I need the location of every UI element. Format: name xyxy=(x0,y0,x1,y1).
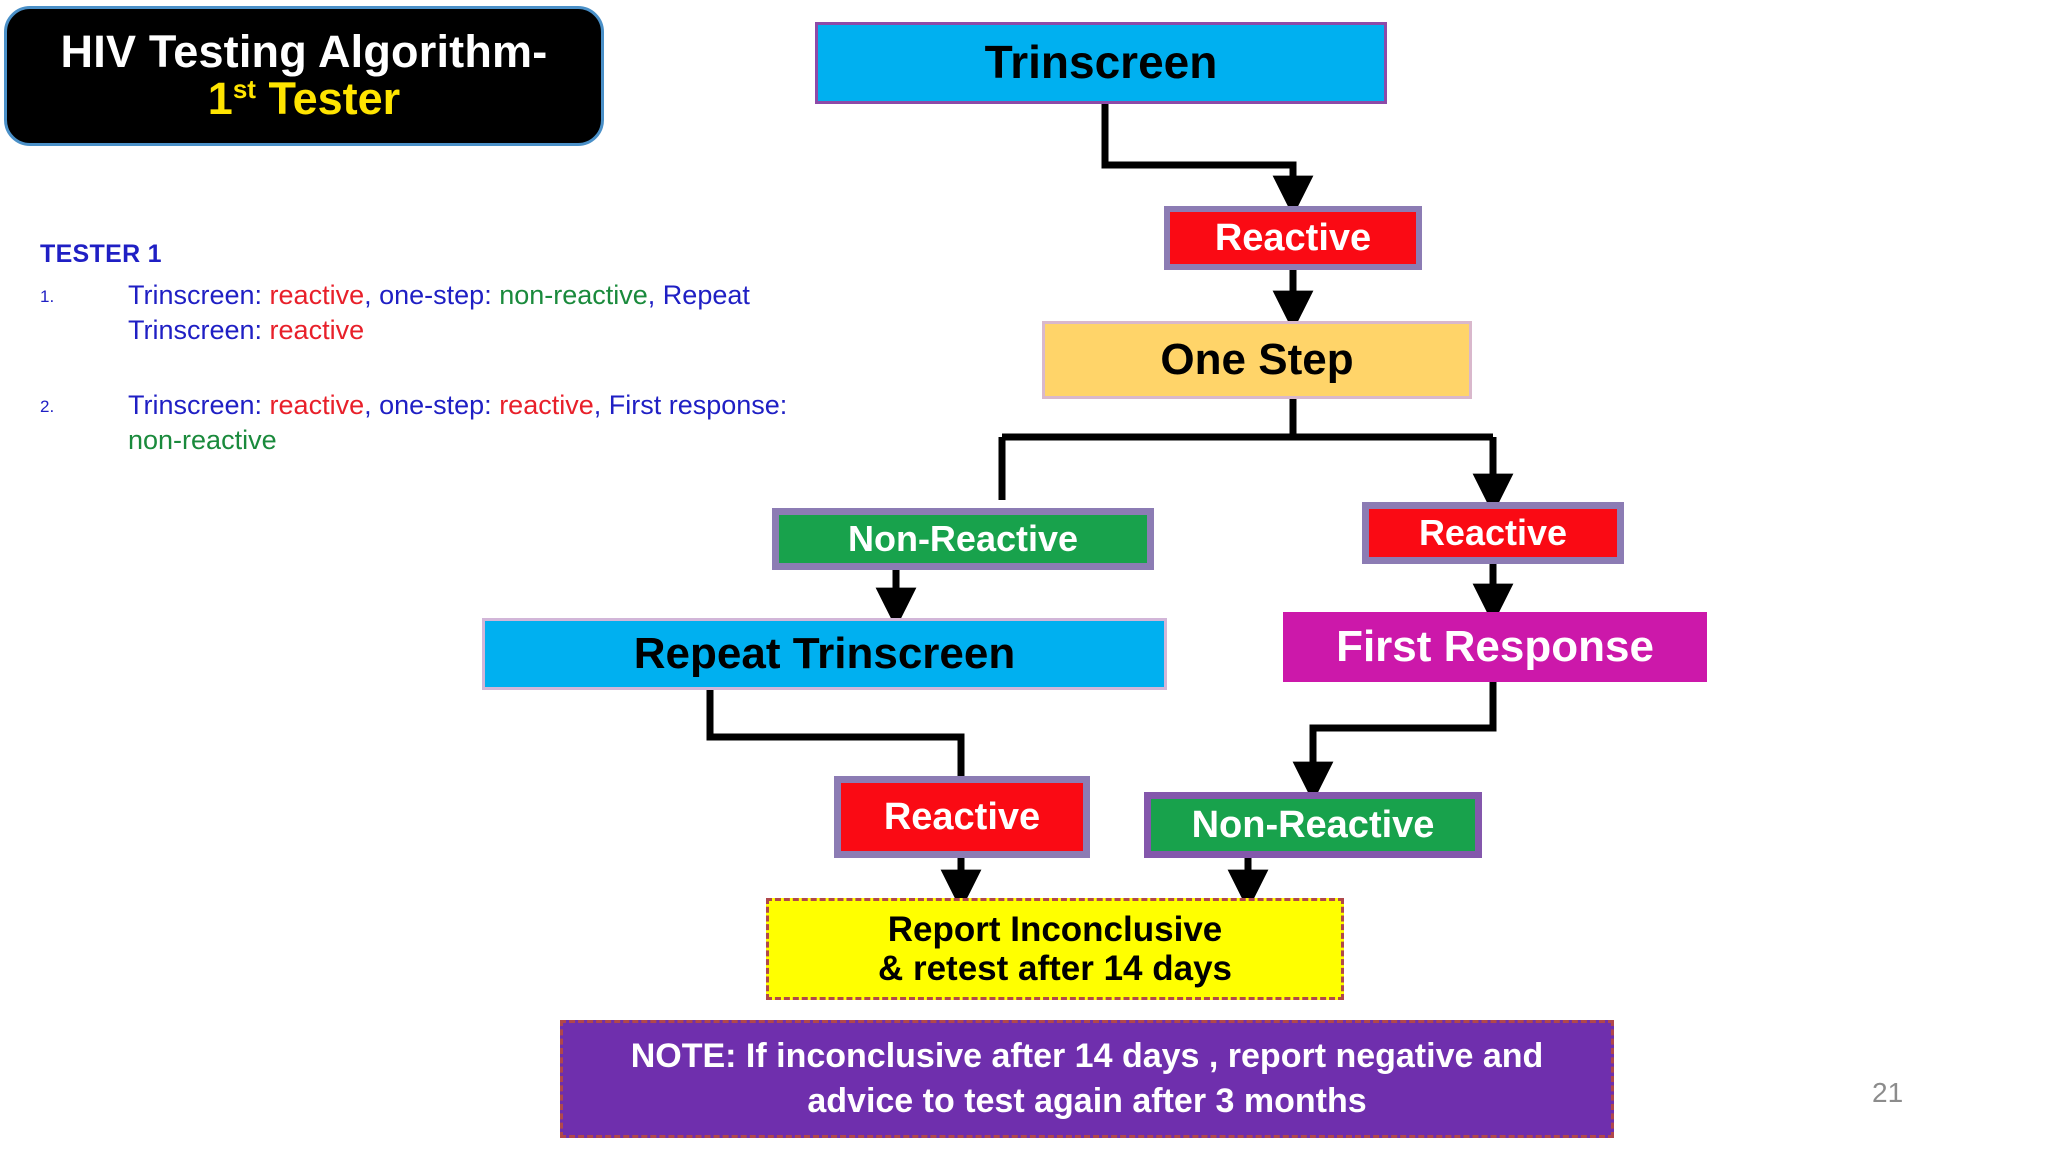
title-ordinal-suffix: st xyxy=(232,74,256,104)
list-item-number: 2. xyxy=(40,397,55,416)
connector-firstresponse-to-nonreactive2 xyxy=(1292,682,1497,803)
list-item: 1. Trinscreen: reactive, one-step: non-r… xyxy=(40,278,800,347)
segment-value: reactive xyxy=(269,314,365,345)
node-reactive-trinscreen-result[interactable]: Reactive xyxy=(1164,206,1422,270)
node-non-reactive-onestep-result[interactable]: Non-Reactive xyxy=(772,508,1154,570)
segment-label: , Repeat Trinscreen: xyxy=(128,280,750,345)
segment-sep: : xyxy=(484,280,500,310)
node-first-response[interactable]: First Response xyxy=(1283,612,1707,682)
segment-label: Trinscreen: xyxy=(128,390,270,420)
report-line-2: & retest after 14 days xyxy=(877,949,1233,988)
note-line-1: NOTE: If inconclusive after 14 days , re… xyxy=(630,1037,1544,1076)
list-item-text: Trinscreen: reactive, one-step: non-reac… xyxy=(128,278,800,347)
list-item-number: 1. xyxy=(40,287,55,306)
title-ordinal-rest: Tester xyxy=(255,73,401,124)
segment-value: non-reactive xyxy=(499,280,648,310)
segment-value: non-reactive xyxy=(128,424,277,455)
slide-title-plaque: HIV Testing Algorithm- 1st Tester xyxy=(4,6,604,146)
title-line-1: HIV Testing Algorithm- xyxy=(60,26,548,78)
node-one-step[interactable]: One Step xyxy=(1042,321,1472,399)
node-reactive-repeat-result[interactable]: Reactive xyxy=(834,776,1090,858)
segment-value: reactive xyxy=(269,390,365,420)
list-item: 2. Trinscreen: reactive, one-step: react… xyxy=(40,388,800,457)
segment-label: Trinscreen: xyxy=(128,280,270,310)
segment-label: , First response: xyxy=(593,390,788,420)
segment-value: reactive xyxy=(269,280,365,310)
title-ordinal-number: 1 xyxy=(207,73,233,124)
node-trinscreen[interactable]: Trinscreen xyxy=(815,22,1387,104)
segment-value: reactive xyxy=(499,390,594,420)
node-non-reactive-firstresponse-result[interactable]: Non-Reactive xyxy=(1144,792,1482,858)
list-item-text: Trinscreen: reactive, one-step: reactive… xyxy=(128,388,800,457)
node-repeat-trinscreen[interactable]: Repeat Trinscreen xyxy=(482,618,1167,690)
node-reactive-onestep-result[interactable]: Reactive xyxy=(1362,502,1624,564)
tester-heading: TESTER 1 xyxy=(40,240,162,268)
connector-repeat-to-reactive3 xyxy=(706,690,965,776)
node-note[interactable]: NOTE: If inconclusive after 14 days , re… xyxy=(560,1020,1614,1138)
node-report-inconclusive[interactable]: Report Inconclusive & retest after 14 da… xyxy=(766,898,1344,1000)
segment-label: one-step xyxy=(379,280,485,310)
segment-sep: , xyxy=(364,280,380,310)
connector-trinscreen-to-reactive xyxy=(1101,104,1314,217)
title-line-2: 1st Tester xyxy=(207,73,401,124)
page-number: 21 xyxy=(1872,1077,1904,1108)
report-line-1: Report Inconclusive xyxy=(887,909,1223,949)
note-line-2: advice to test again after 3 months xyxy=(807,1082,1367,1120)
segment-label: , one-step: xyxy=(364,390,500,420)
